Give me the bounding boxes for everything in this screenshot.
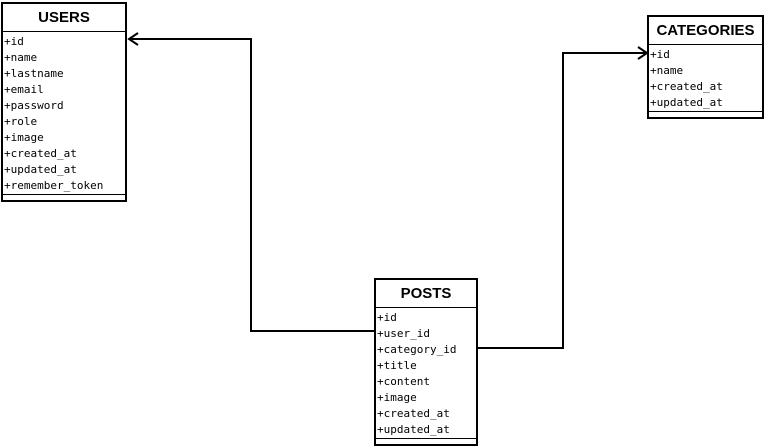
attribute: +updated_at — [4, 163, 77, 176]
attribute: +id — [4, 35, 24, 48]
attribute: +image — [4, 131, 44, 144]
attribute: +created_at — [650, 80, 723, 93]
attribute: +remember_token — [4, 179, 104, 192]
attribute: +title — [377, 359, 417, 372]
entity-title: CATEGORIES — [649, 17, 762, 45]
attribute: +content — [377, 375, 430, 388]
attribute: +created_at — [377, 407, 450, 420]
entity-posts[interactable]: POSTS +id +user_id +category_id +title +… — [374, 278, 478, 446]
attribute: +user_id — [377, 327, 430, 340]
methods-compartment — [376, 438, 476, 444]
attribute: +password — [4, 99, 64, 112]
attribute-list: +id +name +created_at +updated_at — [649, 45, 762, 111]
attribute: +lastname — [4, 67, 64, 80]
entity-title: USERS — [3, 4, 125, 32]
attribute-list: +id +name +lastname +email +password +ro… — [3, 32, 125, 194]
attribute: +category_id — [377, 343, 457, 356]
attribute: +id — [377, 311, 397, 324]
entity-title: POSTS — [376, 280, 476, 308]
attribute: +updated_at — [377, 423, 450, 436]
attribute: +updated_at — [650, 96, 723, 109]
entity-users[interactable]: USERS +id +name +lastname +email +passwo… — [1, 2, 127, 202]
attribute: +created_at — [4, 147, 77, 160]
attribute: +id — [650, 48, 670, 61]
methods-compartment — [3, 194, 125, 200]
methods-compartment — [649, 111, 762, 117]
arrowhead-users — [127, 32, 139, 46]
entity-categories[interactable]: CATEGORIES +id +name +created_at +update… — [647, 15, 764, 119]
attribute: +role — [4, 115, 38, 128]
attribute: +name — [650, 64, 684, 77]
attribute: +email — [4, 83, 44, 96]
attribute-list: +id +user_id +category_id +title +conten… — [376, 308, 476, 438]
relationship-posts-categories — [478, 52, 647, 349]
relationship-posts-users — [129, 38, 374, 332]
attribute: +image — [377, 391, 417, 404]
attribute: +name — [4, 51, 38, 64]
